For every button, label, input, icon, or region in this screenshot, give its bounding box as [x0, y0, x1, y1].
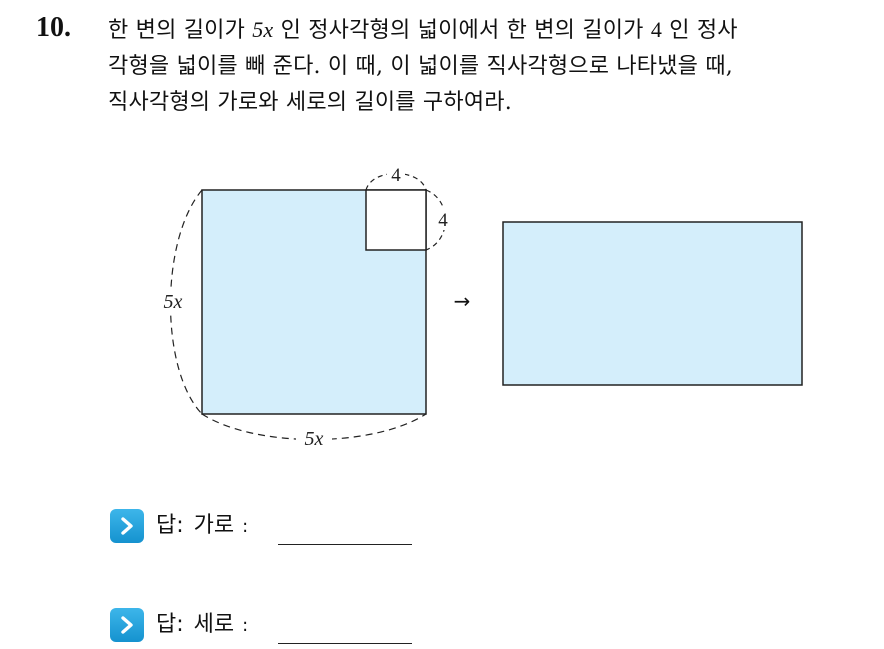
- math-expression: 5x: [252, 17, 274, 42]
- question-line-2: 각형을 넓이를 빼 준다. 이 때, 이 넓이를 직사각형으로 나타냈을 때,: [108, 49, 868, 85]
- question-line-3: 직사각형의 가로와 세로의 길이를 구하여라.: [108, 85, 868, 121]
- answer-blank-height[interactable]: [278, 643, 412, 644]
- left-side-label: 5x: [164, 291, 183, 313]
- question-text-segment: 인 정사각형의 넓이에서 한 변의 길이가: [273, 18, 651, 43]
- answer-row-height: 답: 세로 :: [110, 605, 248, 645]
- question-text-segment: 인 정사: [662, 18, 738, 43]
- problem-number: 10.: [36, 12, 71, 43]
- small-top-label: 4: [391, 165, 401, 186]
- question-text-segment: 직사각형의 가로와 세로의 길이를 구하여라.: [108, 90, 512, 115]
- answer-label-colon: :: [176, 513, 184, 538]
- bottom-side-label: 5x: [305, 428, 324, 450]
- answer-sub-label: 가로: [193, 513, 235, 538]
- question-text-segment: 한 변의 길이가: [108, 18, 253, 43]
- answer-blank-width[interactable]: [278, 544, 412, 545]
- result-rectangle: [502, 221, 803, 386]
- question-line-1: 한 변의 길이가 5x 인 정사각형의 넓이에서 한 변의 길이가 4 인 정사: [108, 12, 868, 49]
- chevron-right-icon: [110, 509, 144, 543]
- answer-label: 답: [156, 612, 177, 637]
- transform-arrow: →: [454, 289, 471, 313]
- answer-sub-label: 세로: [193, 612, 235, 637]
- chevron-right-icon: [110, 608, 144, 642]
- small-square: [365, 189, 427, 251]
- small-right-label: 4: [438, 210, 448, 231]
- question-text: 한 변의 길이가 5x 인 정사각형의 넓이에서 한 변의 길이가 4 인 정사…: [108, 12, 868, 121]
- math-number: 4: [650, 17, 663, 42]
- bottom-dimension-arc: [201, 413, 427, 441]
- answer-colon: :: [242, 515, 249, 537]
- answer-label-colon: :: [176, 612, 184, 637]
- question-text-segment: 각형을 넓이를 빼 준다. 이 때, 이 넓이를 직사각형으로 나타냈을 때,: [108, 54, 733, 79]
- answer-row-width: 답: 가로 :: [110, 506, 248, 546]
- answer-label: 답: [156, 513, 177, 538]
- answer-colon: :: [242, 614, 249, 636]
